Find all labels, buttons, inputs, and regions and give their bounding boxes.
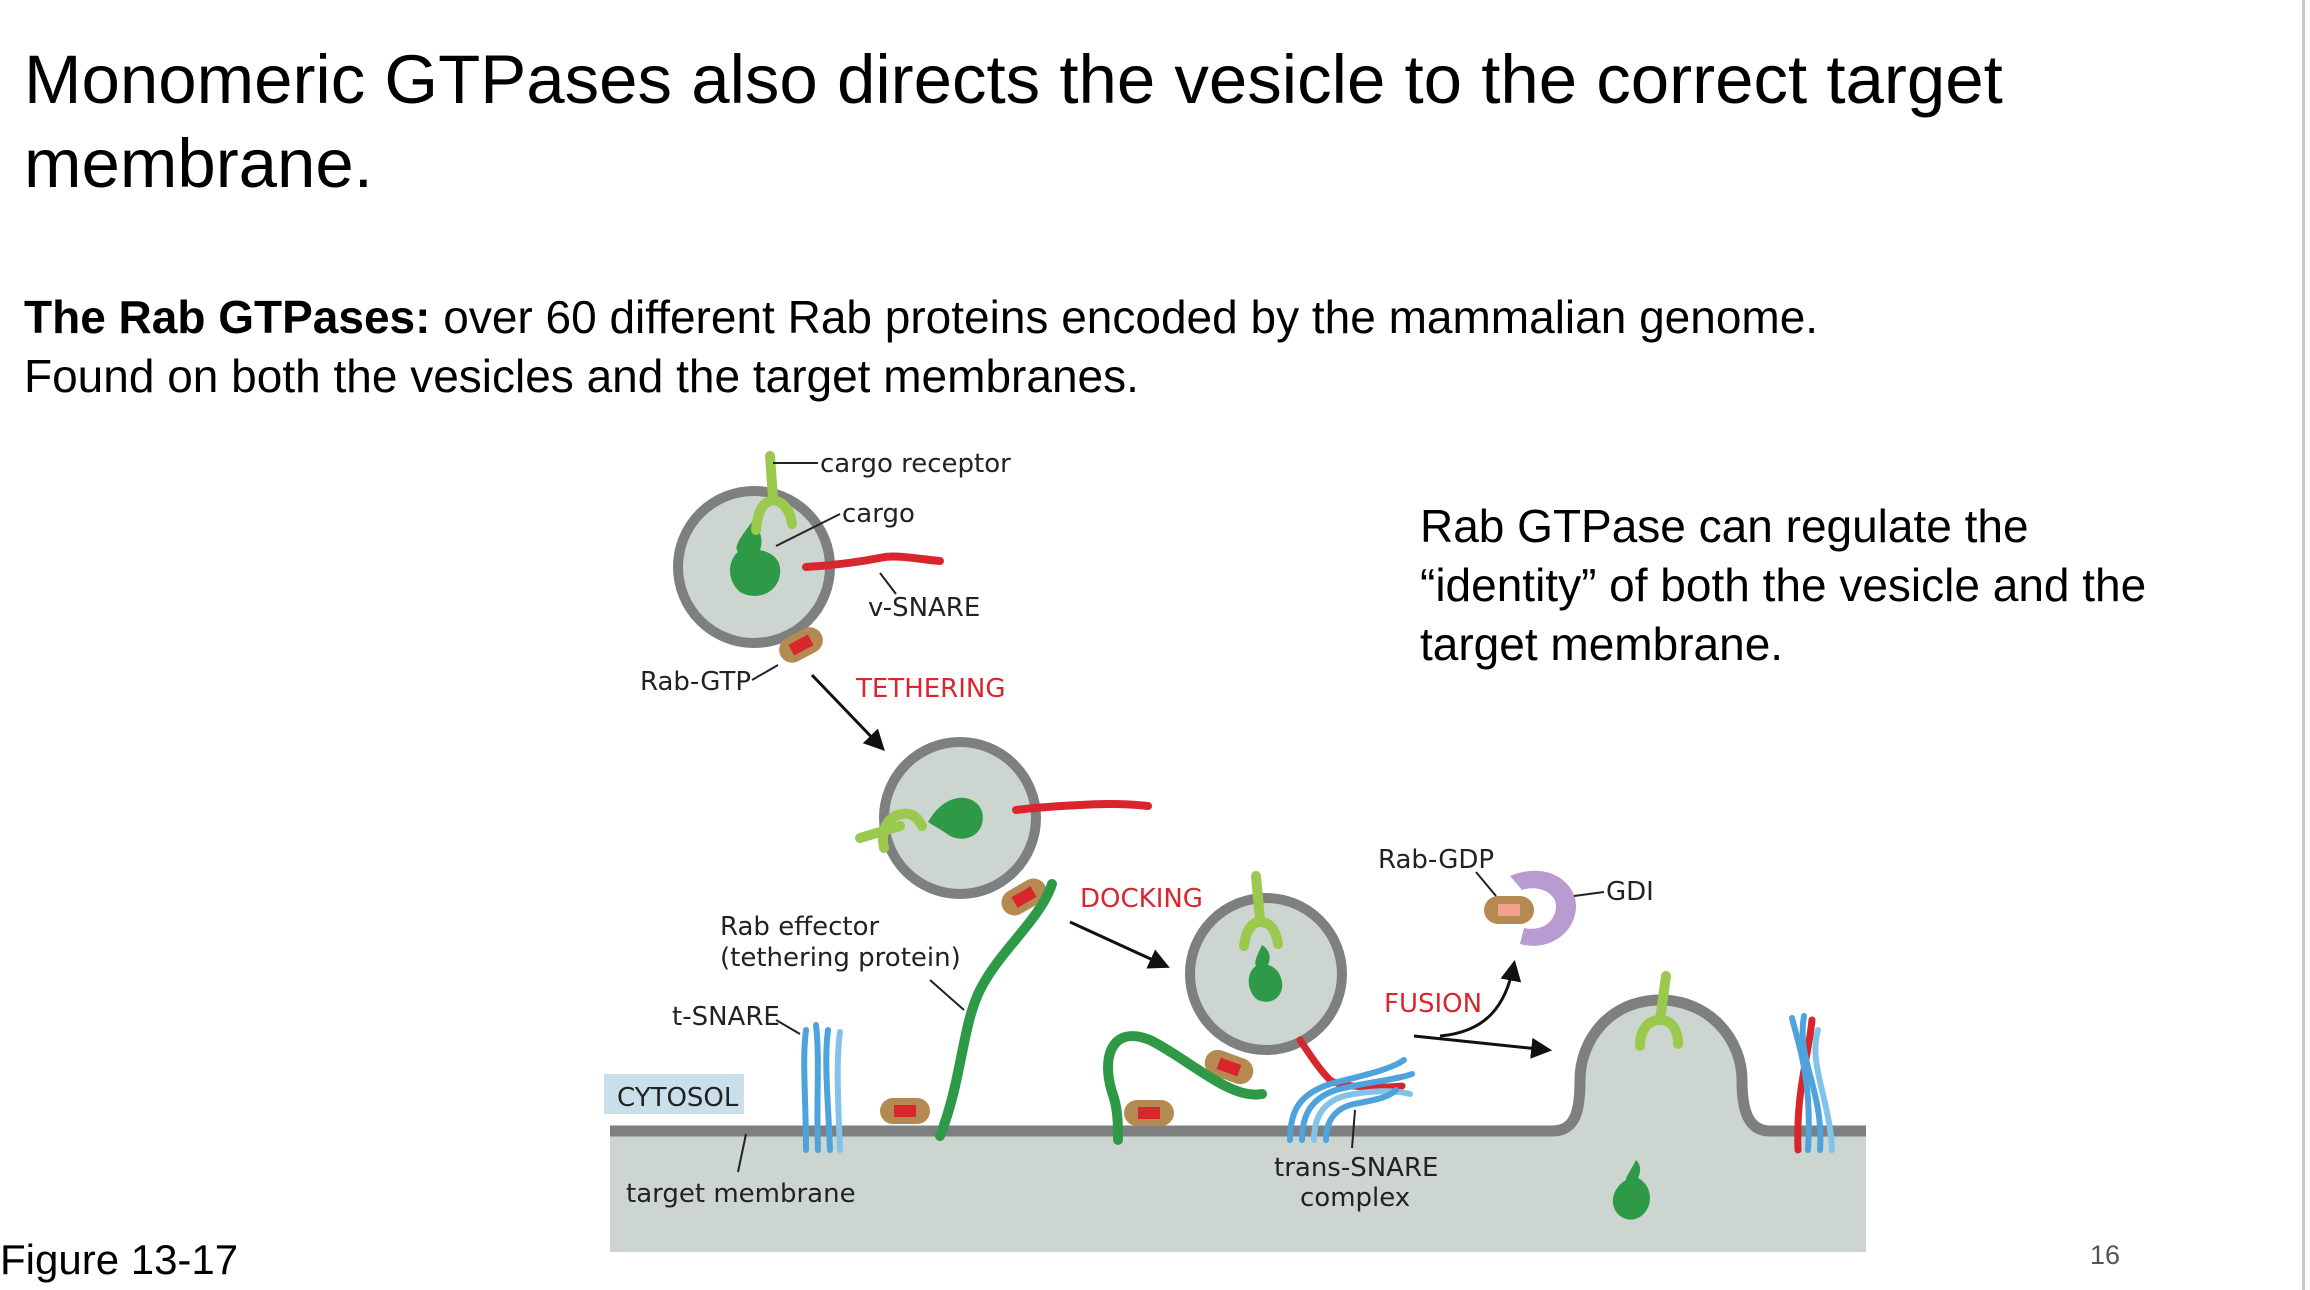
rab-effector-label-1: Rab effector <box>720 912 879 942</box>
rab-effector-1 <box>935 879 1057 1141</box>
cargo-2 <box>928 797 983 839</box>
side-note: Rab GTPase can regulate the “identity” o… <box>1420 500 2147 670</box>
cargo-receptor-1 <box>751 451 797 535</box>
t-snare-1 <box>801 1022 843 1153</box>
gdi-protein <box>1510 870 1576 946</box>
slide-title: Monomeric GTPases also directs the vesic… <box>24 41 2003 202</box>
docking-label: DOCKING <box>1080 884 1203 914</box>
target-lumen <box>610 1000 1866 1252</box>
cargo-receptor-fused <box>1635 971 1683 1051</box>
tethering-arrow <box>810 673 885 752</box>
cytosol-box <box>604 1074 744 1114</box>
rab-effector-label-2: (tethering protein) <box>720 943 961 973</box>
docking-arrow <box>1069 920 1170 969</box>
cargo-receptor-3 <box>1239 871 1283 951</box>
rab-release-arrow <box>1439 959 1522 1038</box>
cytosol-label: CYTOSOL <box>617 1083 739 1113</box>
intro-text: The Rab GTPases: over 60 different Rab p… <box>24 288 2174 406</box>
cargo-released <box>1612 1160 1650 1220</box>
trans-snare-complex <box>1287 1036 1415 1143</box>
intro-bold: The Rab GTPases: <box>24 291 431 343</box>
cargo-label: cargo <box>842 499 915 529</box>
fusion-label: FUSION <box>1384 989 1482 1019</box>
figure-label: Figure 13-17 <box>0 1236 239 1283</box>
cargo-receptor-label: cargo receptor <box>820 449 1011 479</box>
cis-snare-complex <box>1789 1013 1835 1154</box>
fusion-arrow <box>1413 1034 1553 1059</box>
page-number: 16 <box>2090 1240 2121 1270</box>
vesicle-1 <box>673 451 944 663</box>
slide-edge-divider <box>2302 0 2305 1290</box>
v-snare-2 <box>1012 799 1152 814</box>
rab-effector-2 <box>1103 1031 1267 1145</box>
vesicle-2 <box>855 737 1152 916</box>
trans-snare-label-2: complex <box>1300 1183 1410 1213</box>
v-snare-label: v-SNARE <box>868 593 980 623</box>
rab-gdp-label: Rab-GDP <box>1378 845 1494 875</box>
cargo-3 <box>1248 945 1283 1002</box>
gdi-label: GDI <box>1606 877 1654 907</box>
intro-line2: Found on both the vesicles and the targe… <box>24 350 1139 402</box>
intro-rest: over 60 different Rab proteins encoded b… <box>430 291 1819 343</box>
cargo-1 <box>730 522 781 596</box>
tethering-label: TETHERING <box>855 674 1006 704</box>
t-snare-label: t-SNARE <box>672 1002 780 1032</box>
target-membrane-label: target membrane <box>626 1179 856 1209</box>
trans-snare-label-1: trans-SNARE <box>1274 1153 1438 1183</box>
vesicle-3 <box>1185 871 1347 1085</box>
cargo-receptor-2 <box>855 808 927 853</box>
rab-gtp-label: Rab-GTP <box>640 667 751 697</box>
v-snare-1 <box>802 552 944 571</box>
